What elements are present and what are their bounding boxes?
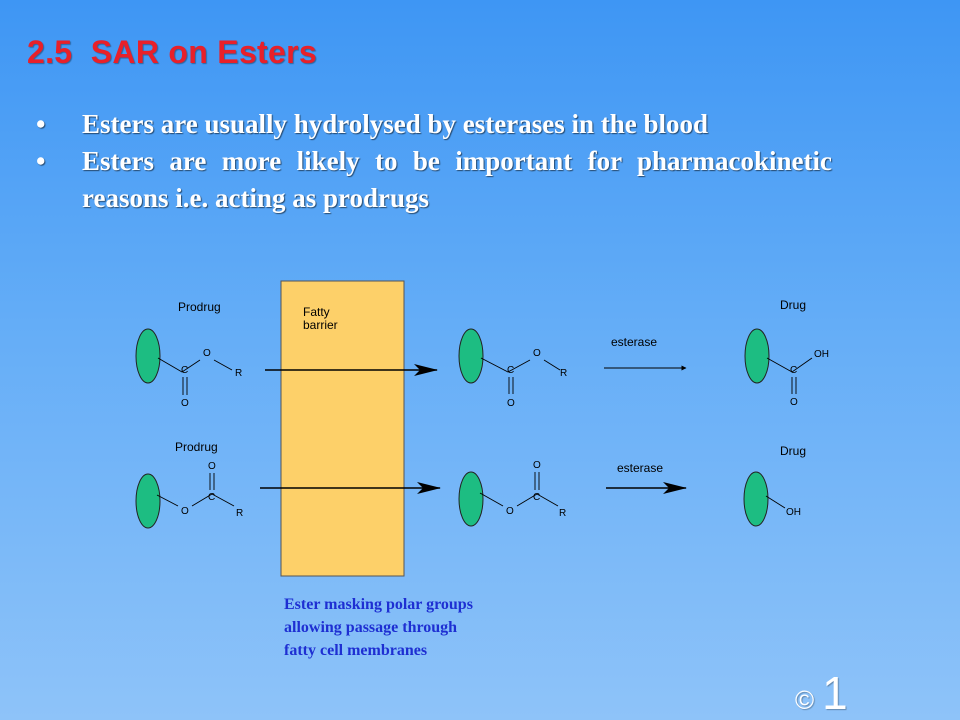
barrier-label-line2: barrier <box>303 318 338 332</box>
drug-label-bottom: Drug <box>780 444 806 458</box>
caption-line: Ester masking polar groups <box>284 596 473 613</box>
atom-label: O <box>506 506 514 517</box>
bond <box>213 359 233 371</box>
bond <box>479 492 504 507</box>
atom-label: R <box>235 368 242 379</box>
esterase-label-top: esterase <box>611 335 657 349</box>
polar-group-blob <box>458 471 484 527</box>
polar-group-blob <box>135 328 161 384</box>
barrier-label: Fatty barrier <box>303 305 338 332</box>
bond <box>543 359 561 371</box>
drug-label-top: Drug <box>780 298 806 312</box>
polar-group-blob <box>458 328 484 384</box>
atom-label: R <box>560 368 567 379</box>
atom-label: OH <box>786 507 801 518</box>
page-number: 1 <box>822 667 848 719</box>
caption-line: allowing passage through <box>284 619 458 636</box>
bullet-dot: • <box>36 146 46 176</box>
atom-label: C <box>533 492 540 503</box>
atom-label: O <box>533 460 541 471</box>
atom-label: O <box>181 506 189 517</box>
atom-label: C <box>507 365 514 376</box>
fatty-barrier <box>280 280 405 577</box>
prodrug-label-bottom: Prodrug <box>175 440 218 454</box>
esterase-label-bottom: esterase <box>617 461 663 475</box>
bond <box>480 357 531 373</box>
bullet-text: Esters are more likely to be important f… <box>82 146 832 213</box>
copyright-icon: © <box>795 685 815 715</box>
bond <box>765 495 786 509</box>
bullet-list: • Esters are usually hydrolysed by ester… <box>36 106 832 217</box>
diagram-caption: Ester masking polar groups allowing pass… <box>284 593 574 662</box>
atom-label: O <box>533 348 541 359</box>
bond <box>157 357 201 373</box>
atom-label: C <box>181 365 188 376</box>
prodrug-label-top: Prodrug <box>178 300 221 314</box>
atom-label: R <box>559 508 566 519</box>
bond <box>766 357 813 373</box>
prodrug-molecule-top: C O R O <box>135 328 242 409</box>
atom-label: C <box>790 365 797 376</box>
atom-label: O <box>203 348 211 359</box>
bullet-dot: • <box>36 109 46 139</box>
atom-label: C <box>208 492 215 503</box>
copyright-mark: © 1 <box>795 666 848 720</box>
bullet-item: • Esters are usually hydrolysed by ester… <box>36 106 832 143</box>
atom-label: O <box>507 398 515 409</box>
slide-title: 2.5 SAR on Esters <box>27 34 317 70</box>
prodrug-molecule-top-crossed: C O R O <box>458 328 567 409</box>
atom-label: OH <box>814 349 829 360</box>
bond <box>156 494 179 507</box>
drug-molecule-top: C OH O <box>744 328 829 408</box>
atom-label: O <box>208 461 216 472</box>
barrier-label-line1: Fatty <box>303 305 330 319</box>
bullet-text: Esters are usually hydrolysed by esteras… <box>82 109 709 139</box>
prodrug-molecule-bottom: O C O R <box>135 461 243 529</box>
atom-label: O <box>181 398 189 409</box>
caption-line: fatty cell membranes <box>284 642 428 659</box>
atom-label: R <box>236 508 243 519</box>
polar-group-blob <box>744 328 770 384</box>
atom-label: O <box>790 397 798 408</box>
bullet-item: • Esters are more likely to be important… <box>36 143 832 217</box>
polar-group-blob <box>743 471 769 527</box>
prodrug-molecule-bottom-crossed: O C O R <box>458 460 566 527</box>
drug-molecule-bottom: OH <box>743 471 801 527</box>
polar-group-blob <box>135 473 161 529</box>
bond <box>516 493 559 507</box>
bond <box>191 493 235 507</box>
